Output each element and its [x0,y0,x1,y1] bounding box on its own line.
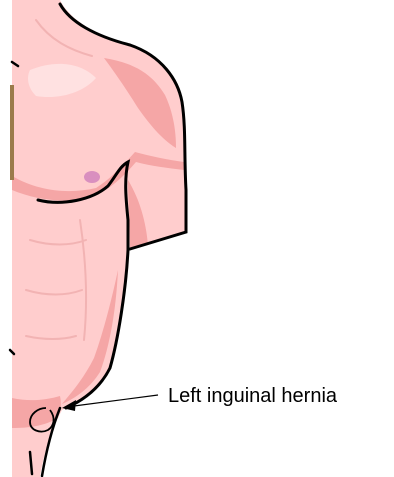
torso [10,0,186,477]
hair-strip [10,85,14,180]
callout-label: Left inguinal hernia [168,385,338,407]
callout: Left inguinal hernia [62,385,338,411]
nipple [84,171,100,183]
